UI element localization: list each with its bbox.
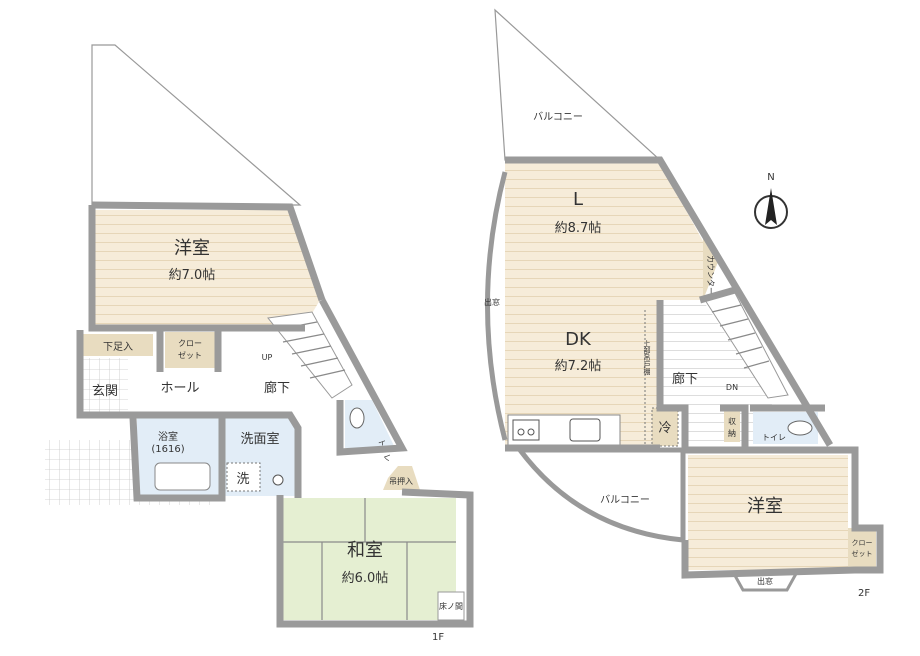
storage-label-1: 収	[728, 416, 736, 426]
washroom-label: 洗面室	[240, 431, 279, 447]
closet-1f-label-1: クロー	[178, 339, 202, 348]
compass: N	[754, 172, 788, 229]
up-label: UP	[262, 353, 273, 362]
balcony-1f-triangle	[91, 44, 302, 206]
stove-icon	[512, 419, 540, 441]
walls-2f	[505, 156, 884, 579]
toilet-bowl-icon	[349, 407, 365, 429]
upper-cabinet-label: 上部吊戸棚	[643, 339, 651, 376]
bath-size: (1616)	[151, 444, 184, 455]
closet-2f-label-2: ゼット	[852, 549, 873, 558]
room-japanese	[283, 498, 456, 620]
counter-label: カウンター	[706, 255, 715, 295]
living-size: 約8.7帖	[555, 221, 602, 236]
compass-arrow-icon	[765, 188, 777, 225]
hanging-closet	[383, 466, 420, 490]
balcony-bottom-label: バルコニー	[600, 494, 650, 506]
western-2f-name: 洋室	[747, 496, 783, 517]
fridge	[651, 407, 679, 447]
toilet-2f-bowl-icon	[787, 420, 813, 436]
dk-size: 約7.2帖	[555, 359, 602, 374]
balcony-bottom	[514, 447, 686, 543]
bay-window-room-label: 出窓	[757, 576, 773, 586]
compass-north-label: N	[767, 172, 774, 183]
storage-label-2: 納	[728, 428, 736, 438]
room-western-2f	[688, 455, 848, 570]
fridge-label: 冷	[658, 421, 671, 436]
room-western-1f	[95, 210, 320, 325]
japanese-room-name: 和室	[347, 540, 383, 561]
sink-icon	[272, 474, 284, 486]
hall-label: ホール	[160, 381, 199, 396]
closet-2f[interactable]	[848, 528, 876, 568]
closet-1f[interactable]	[165, 332, 215, 368]
entrance	[83, 358, 128, 413]
floor-1: 洋室 約7.0帖 下足入 クロー ゼット 玄関 ホール 廊下 UP 浴室 (16…	[45, 44, 474, 643]
corridor-1f-label: 廊下	[264, 380, 290, 396]
bathtub	[154, 462, 211, 491]
closet-1f-label-2: ゼット	[178, 350, 202, 360]
balcony-top-label: バルコニー	[533, 111, 583, 123]
shoe-storage-label: 下足入	[103, 341, 133, 353]
western-1f-name: 洋室	[174, 238, 210, 259]
walls-1f	[76, 201, 474, 628]
dk-name: DK	[565, 329, 592, 350]
storage-2f	[724, 410, 740, 442]
bay-window-left	[485, 171, 508, 441]
bath-label: 浴室	[158, 430, 178, 443]
tokonoma	[437, 591, 465, 621]
balcony-top	[494, 8, 662, 161]
japanese-room-size: 約6.0帖	[342, 571, 389, 586]
corridor-2f-label: 廊下	[672, 371, 698, 387]
toilet-2f-label: トイレ	[762, 433, 786, 442]
bay-window-left-label: 出窓	[484, 297, 500, 307]
closet-2f-label-1: クロー	[852, 539, 873, 547]
washer-label: 洗	[236, 472, 249, 487]
room-living-dining-kitchen	[505, 163, 705, 448]
shoe-storage	[83, 334, 153, 356]
hanging-closet-label: 吊押入	[389, 476, 413, 486]
tokonoma-label: 床ノ間	[439, 601, 463, 611]
down-label: DN	[726, 383, 738, 392]
kitchen-sink-icon	[569, 418, 601, 442]
western-1f-size: 約7.0帖	[169, 268, 216, 283]
floor-2-label: 2F	[858, 588, 870, 599]
floor-2: バルコニー 出窓 L 約8.7帖 DK 約7.2帖 カウンター 出窓 上部吊戸棚…	[484, 8, 884, 599]
washer-space	[226, 462, 261, 492]
entrance-label: 玄関	[92, 384, 118, 399]
floor-1-label: 1F	[432, 632, 444, 643]
living-name: L	[573, 189, 583, 210]
counter	[703, 235, 718, 300]
